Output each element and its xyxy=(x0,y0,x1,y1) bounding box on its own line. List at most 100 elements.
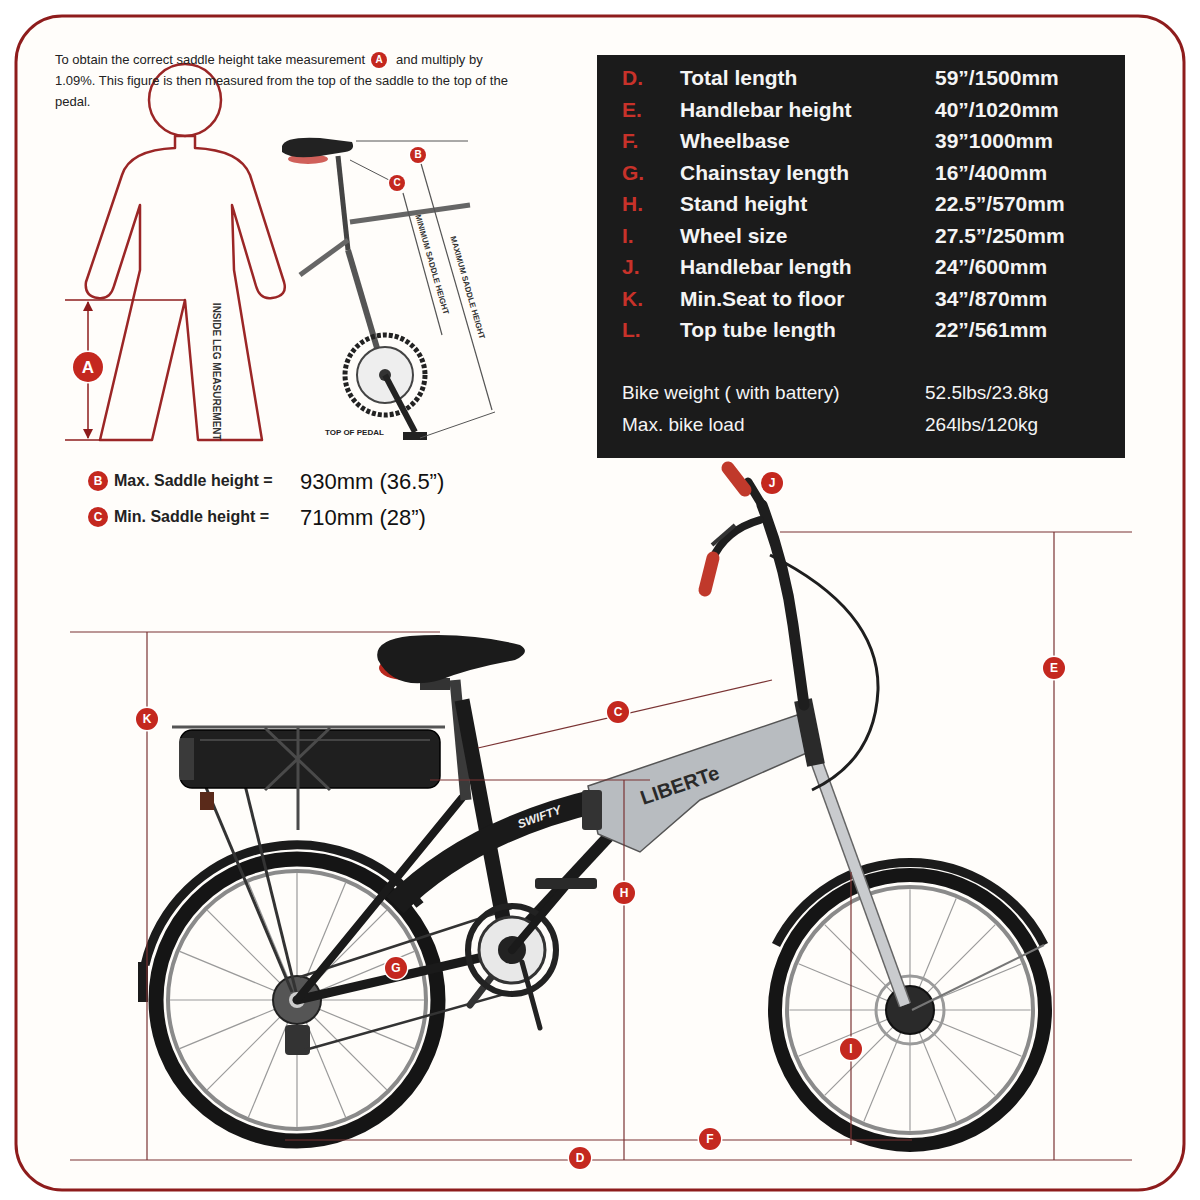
table-cell: D. xyxy=(622,66,643,90)
dimension-lines xyxy=(70,532,1132,1160)
table-cell: E. xyxy=(622,98,642,122)
table-cell: 40”/1020mm xyxy=(935,98,1059,122)
model-name: SWIFTY xyxy=(516,804,563,832)
table-cell: I. xyxy=(622,224,634,248)
callout-circle: I xyxy=(840,1038,862,1060)
table-cell: Handlebar height xyxy=(680,98,852,122)
callout-letter: I xyxy=(849,1043,852,1055)
fold-hinge xyxy=(582,790,602,830)
grip xyxy=(728,468,745,490)
callout-letter: B xyxy=(414,150,421,160)
seatpost xyxy=(338,156,348,250)
silver-beam xyxy=(588,712,818,852)
table-cell: Total length xyxy=(680,66,797,90)
callout-circle: G xyxy=(385,957,407,979)
dimension-label: INSIDE LEG MEASUREMENT xyxy=(210,303,222,441)
callout-circle: C xyxy=(88,507,108,527)
leader-line xyxy=(356,141,468,142)
dimension-line xyxy=(420,160,492,410)
table-cell: Bike weight ( with battery) xyxy=(622,382,840,404)
brake-lever xyxy=(712,525,735,545)
callout-letter: D xyxy=(576,1152,585,1164)
table-cell: 52.5lbs/23.8kg xyxy=(925,382,1049,404)
dimension-line xyxy=(1053,532,1054,1160)
arrowhead xyxy=(83,429,93,439)
callout-letter: H xyxy=(620,887,629,899)
handlebar xyxy=(712,520,760,560)
front-fender xyxy=(776,862,1044,945)
table-cell: J. xyxy=(622,255,640,279)
front-spokes xyxy=(789,889,1030,1130)
callout-circle: F xyxy=(699,1128,721,1150)
dimension-line xyxy=(623,780,624,1160)
callout-circle: K xyxy=(136,708,158,730)
dimension-line xyxy=(65,299,185,301)
crank-arm xyxy=(512,886,566,950)
table-cell: Max. bike load xyxy=(622,414,745,436)
kickstand xyxy=(522,962,540,1028)
rack-rail xyxy=(172,726,445,729)
callout-letter: G xyxy=(391,962,400,974)
callout-letter: C xyxy=(393,178,400,188)
dimension-label: MAXIMUM SADDLE HEIGHT xyxy=(448,235,486,340)
table-cell: K. xyxy=(622,287,643,311)
callout-letter: J xyxy=(769,477,776,489)
seat-stay xyxy=(297,798,462,1000)
callout-circle: A xyxy=(73,352,103,382)
rack-strut xyxy=(205,785,292,992)
callout-circle: E xyxy=(1043,657,1065,679)
dimension-line xyxy=(70,1159,1132,1160)
table-cell: Stand height xyxy=(680,192,807,216)
table-cell: Chainstay length xyxy=(680,161,849,185)
main-beam xyxy=(395,800,600,905)
table-cell: Wheel size xyxy=(680,224,787,248)
callout-circle: C xyxy=(389,175,405,191)
seat-stay xyxy=(300,240,348,275)
page-frame xyxy=(16,16,1184,1190)
dimension-line xyxy=(70,631,440,632)
table-cell: 22”/561mm xyxy=(935,318,1047,342)
callout-letter: C xyxy=(614,706,623,718)
crank-arm xyxy=(385,375,415,432)
table-cell: H. xyxy=(622,192,643,216)
table-cell: 27.5”/250mm xyxy=(935,224,1065,248)
table-cell: 24”/600mm xyxy=(935,255,1047,279)
fender-stay xyxy=(912,945,1044,1010)
table-cell: Top tube length xyxy=(680,318,836,342)
figure-body xyxy=(86,136,285,440)
callout-circle: H xyxy=(613,882,635,904)
brand-logo: LIBERTe xyxy=(637,761,722,809)
leader-line xyxy=(350,160,389,180)
callout-letter: F xyxy=(706,1133,713,1145)
pedal xyxy=(403,432,427,440)
callout-circle: J xyxy=(761,472,783,494)
callout-letter: B xyxy=(94,475,103,487)
fork xyxy=(816,760,905,1005)
front-rim xyxy=(787,887,1033,1133)
callout-circle: A xyxy=(371,52,387,68)
callout-letter: E xyxy=(1050,662,1058,674)
fork-outline xyxy=(816,760,905,1005)
spec-value: 710mm (28”) xyxy=(300,505,426,530)
rack-strut xyxy=(245,785,296,992)
grip xyxy=(705,558,713,590)
pedal xyxy=(535,878,597,889)
callout-letter: A xyxy=(82,359,94,376)
callout-letter: C xyxy=(94,511,103,523)
table-cell: Wheelbase xyxy=(680,129,790,153)
table-cell: 39”1000mm xyxy=(935,129,1053,153)
dimension-label: MINIMUM SADDLE HEIGHT xyxy=(413,213,450,315)
saddle xyxy=(282,138,353,158)
saddle xyxy=(377,635,525,683)
table-cell: G. xyxy=(622,161,644,185)
table-cell: L. xyxy=(622,318,641,342)
callout-letter: K xyxy=(143,713,152,725)
table-cell: 34”/870mm xyxy=(935,287,1047,311)
table-cell: 16”/400mm xyxy=(935,161,1047,185)
dimension-line xyxy=(430,779,650,780)
callout-circle: C xyxy=(607,701,629,723)
callout-circle: B xyxy=(410,147,426,163)
dimension-line xyxy=(65,439,100,441)
dimension-line xyxy=(850,872,851,1145)
